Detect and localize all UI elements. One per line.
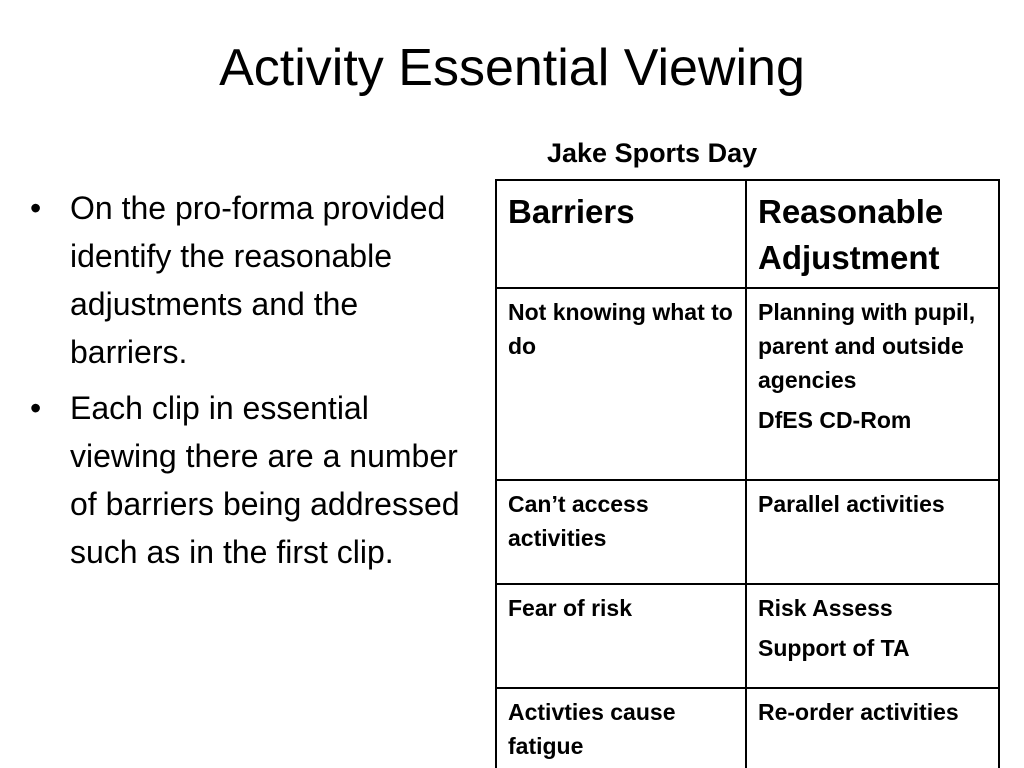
table-header-row: Barriers Reasonable Adjustment xyxy=(495,179,1000,289)
table-row: Can’t access activities Parallel activit… xyxy=(495,479,1000,585)
header-barriers: Barriers xyxy=(495,179,747,289)
header-reasonable-adjustment: Reasonable Adjustment xyxy=(745,179,1000,289)
adjustment-cell: Risk Assess Support of TA xyxy=(745,583,1000,689)
adjustment-cell: Planning with pupil, parent and outside … xyxy=(745,287,1000,481)
table-row: Activties cause fatigue Re-order activit… xyxy=(495,687,1000,768)
barriers-table: Barriers Reasonable Adjustment Not knowi… xyxy=(495,179,1000,768)
barrier-text: Can’t access activities xyxy=(508,491,649,551)
adjustment-text: Planning with pupil, parent and outside … xyxy=(758,299,976,393)
barrier-cell: Can’t access activities xyxy=(495,479,747,585)
adjustment-cell: Parallel activities xyxy=(745,479,1000,585)
adjustment-text: DfES CD-Rom xyxy=(758,407,912,433)
barrier-text: Activties cause fatigue xyxy=(508,699,676,759)
bullet-icon: • xyxy=(30,190,42,226)
bullet-icon: • xyxy=(30,390,42,426)
bullet-list: • On the pro-forma provided identify the… xyxy=(30,184,470,584)
bullet-item: • Each clip in essential viewing there a… xyxy=(30,384,470,576)
bullet-text: Each clip in essential viewing there are… xyxy=(70,390,460,570)
slide-title: Activity Essential Viewing xyxy=(219,39,805,97)
adjustment-text: Risk Assess xyxy=(758,595,893,621)
table-row: Not knowing what to do Planning with pup… xyxy=(495,287,1000,481)
barrier-text: Fear of risk xyxy=(508,595,632,621)
adjustment-text: Re-order activities xyxy=(758,699,959,725)
barrier-cell: Activties cause fatigue xyxy=(495,687,747,768)
barrier-cell: Fear of risk xyxy=(495,583,747,689)
bullet-text: On the pro-forma provided identify the r… xyxy=(70,190,446,370)
barrier-cell: Not knowing what to do xyxy=(495,287,747,481)
adjustment-cell: Re-order activities xyxy=(745,687,1000,768)
bullet-item: • On the pro-forma provided identify the… xyxy=(30,184,470,376)
barrier-text: Not knowing what to do xyxy=(508,299,733,359)
table-caption: Jake Sports Day xyxy=(547,138,758,168)
adjustment-text: Support of TA xyxy=(758,635,910,661)
adjustment-text: Parallel activities xyxy=(758,491,945,517)
table-row: Fear of risk Risk Assess Support of TA xyxy=(495,583,1000,689)
